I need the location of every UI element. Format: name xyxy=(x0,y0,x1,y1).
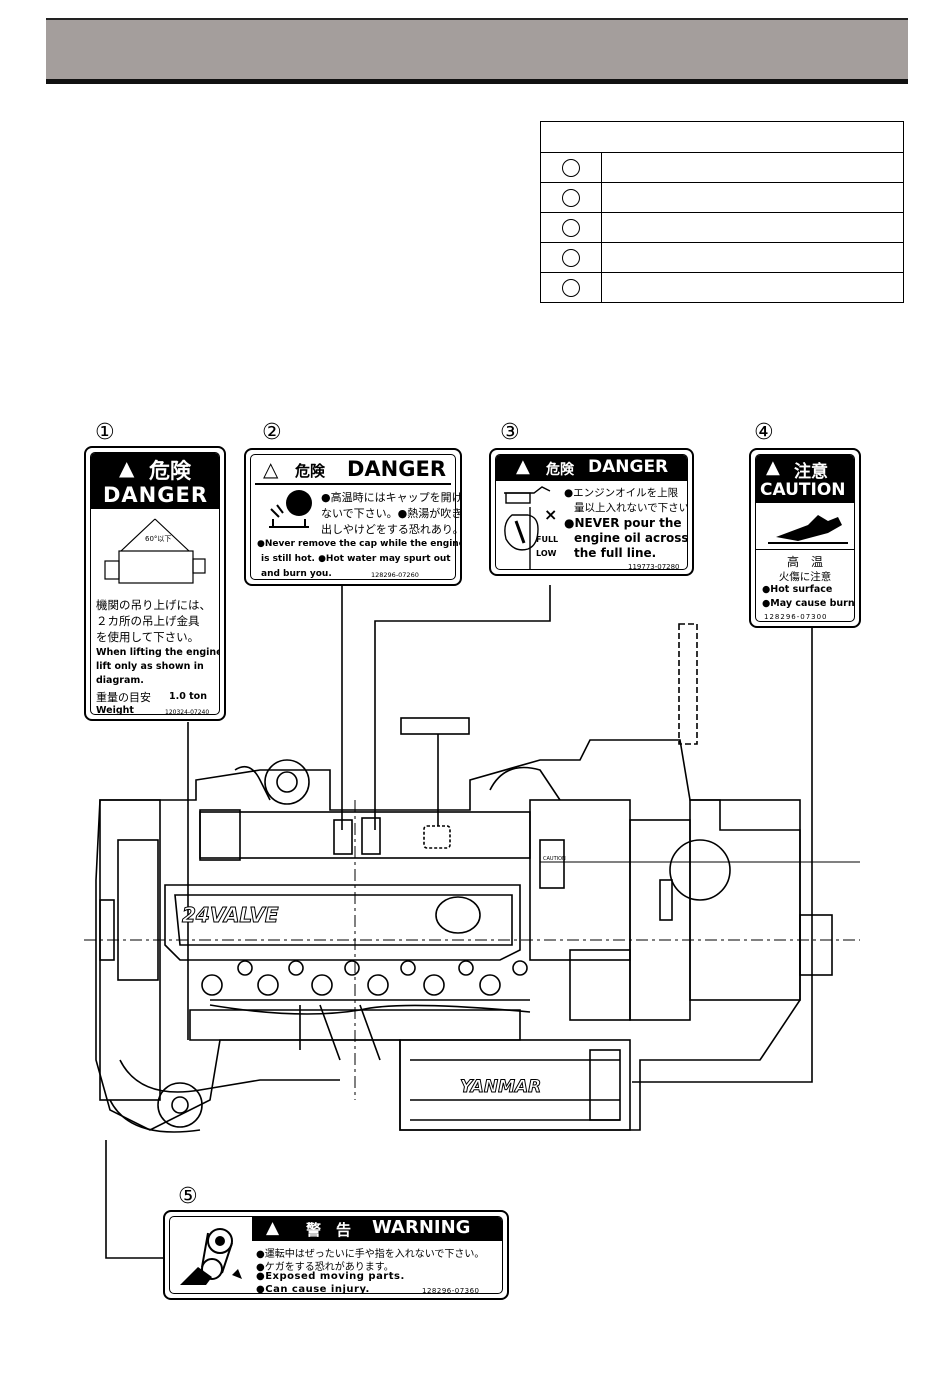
label1-jp-line1: 機関の吊り上げには、 xyxy=(96,598,211,612)
label2-en-line3: and burn you. xyxy=(261,569,332,579)
label1-weight-en: Weight xyxy=(96,705,134,715)
label4-en-line2: ●May cause burn xyxy=(762,598,855,609)
label5-jp-title: 警 告 xyxy=(306,1221,352,1239)
label2-jp-title: 危険 xyxy=(295,462,326,480)
callout-3: ③ xyxy=(500,420,520,445)
hot-cap-icon xyxy=(269,490,312,528)
label3-en-line1: ●NEVER pour the xyxy=(564,516,682,530)
legend-row xyxy=(541,213,903,243)
legend-header xyxy=(541,122,903,153)
engine-brand-text: YANMAR xyxy=(460,1077,541,1097)
label5-en-line2: ●Can cause injury. xyxy=(256,1284,370,1294)
label3-part-no: 119773-07280 xyxy=(628,563,680,570)
lifting-diagram-icon: 60°以下 xyxy=(104,518,206,584)
label2-jp-line1: ●高温時にはキャップを開け xyxy=(321,491,462,504)
legend-row xyxy=(541,273,903,302)
label3-jp-line1: ●エンジンオイルを上限 xyxy=(564,487,679,499)
label5-part-no: 128296-07360 xyxy=(422,1287,480,1294)
label2-en-line2: is still hot. ●Hot water may spurt out xyxy=(261,554,451,564)
label3-en-line3: the full line. xyxy=(574,546,657,560)
label5-jp-line2: ●ケガをする恐れがあります。 xyxy=(256,1262,394,1273)
legend-circle-icon xyxy=(562,248,580,267)
label1-angle-text: 60°以下 xyxy=(145,535,171,543)
label4-en-title: CAUTION xyxy=(760,480,846,500)
label1-jp-line3: を使用して下さい。 xyxy=(96,630,200,644)
label4-en-line1: ●Hot surface xyxy=(762,584,833,595)
label-moving-parts-warning: ▲ 警 告 WARNING ●運転中はぜったいに手や指を入れないで下さい。 ●ケ… xyxy=(163,1210,509,1300)
section-title-bar xyxy=(46,18,908,84)
legend-circle-icon xyxy=(562,278,580,297)
label1-jp-title: 危険 xyxy=(149,459,191,483)
engine-small-caution: CAUTION xyxy=(543,856,566,862)
label1-part-no: 120324-07240 xyxy=(165,709,210,715)
label2-jp-line3: 出しやけどをする恐れあり。 xyxy=(321,523,462,536)
label1-weight-value: 1.0 ton xyxy=(169,691,207,702)
label2-en-title: DANGER xyxy=(347,457,447,481)
label1-en-title: DANGER xyxy=(103,483,209,507)
label3-low: LOW xyxy=(536,549,557,558)
label4-warning-icon: ▲ xyxy=(766,457,780,478)
label-hot-caution: ▲ 注意 CAUTION 高 温 火傷に注意 ●Hot surface ●May… xyxy=(749,448,861,628)
legend-row xyxy=(541,153,903,183)
label2-en-line1: ●Never remove the cap while the engine xyxy=(257,539,462,549)
hot-hand-icon xyxy=(768,515,848,544)
legend-circle-icon xyxy=(562,158,580,177)
label3-en-title: DANGER xyxy=(588,457,669,477)
label-legend-table xyxy=(540,121,904,303)
label4-jp-title: 注意 xyxy=(794,462,828,482)
label5-warning-icon: ▲ xyxy=(266,1218,280,1238)
label2-part-no: 128296-07260 xyxy=(371,571,419,579)
legend-circle-icon xyxy=(562,218,580,237)
label-oil-danger: ▲ 危険 DANGER × FULL LOW ●エンジンオイルを上限 量以上入れ… xyxy=(489,448,694,576)
label1-warning-icon: ▲ xyxy=(119,456,135,480)
label3-jp-title: 危険 xyxy=(546,462,574,478)
label5-jp-line1: ●運転中はぜったいに手や指を入れないで下さい。 xyxy=(256,1249,485,1260)
label1-en-line2: lift only as shown in xyxy=(96,661,204,672)
oil-level-icon xyxy=(504,486,551,569)
label3-en-line2: engine oil across xyxy=(574,531,688,545)
legend-row xyxy=(541,243,903,273)
label5-en-line1: ●Exposed moving parts. xyxy=(256,1271,405,1282)
label4-jp-line1: 高 温 xyxy=(786,555,823,569)
label4-jp-line2: 火傷に注意 xyxy=(778,571,832,583)
label2-jp-line2: ないで下さい。●熱湯が吹き xyxy=(321,507,462,520)
label3-mark: × xyxy=(544,505,558,524)
callout-5: ⑤ xyxy=(178,1184,198,1209)
label5-en-title: WARNING xyxy=(372,1217,471,1238)
callout-1: ① xyxy=(95,420,115,445)
callout-2: ② xyxy=(262,420,282,445)
label-cap-danger: △ 危険 DANGER ●高温時にはキャップを開け ないで下さい。●熱湯が吹き … xyxy=(244,448,462,586)
label4-part-no: 128296-07300 xyxy=(764,613,828,621)
label-lifting-danger: ▲ 危険 DANGER 60°以下 機関の吊り上げには、 ２カ所の吊上げ金具 を… xyxy=(84,446,226,721)
label3-warning-icon: ▲ xyxy=(516,456,530,477)
label1-en-line1: When lifting the engine, xyxy=(96,647,220,658)
label1-jp-line2: ２カ所の吊上げ金具 xyxy=(96,614,200,628)
engine-valve-text: 24VALVE xyxy=(182,903,279,927)
label3-jp-line2: 量以上入れないで下さい。 xyxy=(574,502,688,514)
label2-warning-icon: △ xyxy=(263,457,279,481)
belt-hand-icon xyxy=(180,1228,242,1285)
label1-en-line3: diagram. xyxy=(96,675,144,686)
legend-circle-icon xyxy=(562,188,580,207)
callout-4: ④ xyxy=(754,420,774,445)
label1-weight-jp: 重量の目安 xyxy=(96,691,151,704)
legend-row xyxy=(541,183,903,213)
label3-full: FULL xyxy=(536,535,559,544)
